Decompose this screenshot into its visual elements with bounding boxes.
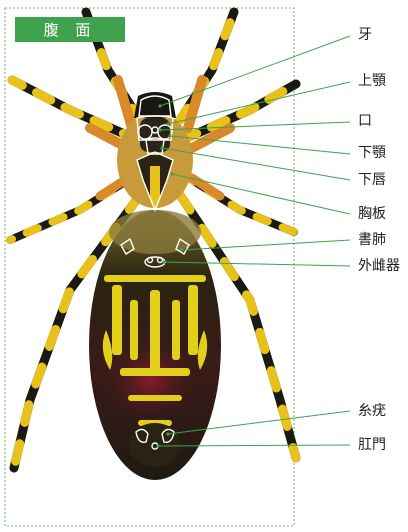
label-maxilla-upper: 上顎 <box>358 73 386 89</box>
label-mouth: 口 <box>358 113 372 129</box>
label-maxilla-lower: 下顎 <box>358 145 386 161</box>
label-book-lung: 書肺 <box>358 232 386 248</box>
label-epigyne: 外雌器 <box>358 258 400 274</box>
label-spinneret: 糸疣 <box>358 403 386 419</box>
view-title-badge: 腹 面 <box>15 17 125 42</box>
label-fang: 牙 <box>358 27 372 43</box>
label-anus: 肛門 <box>358 437 386 453</box>
label-sternum: 胸板 <box>358 206 386 222</box>
label-labium: 下唇 <box>358 172 386 188</box>
abdomen <box>89 210 221 480</box>
